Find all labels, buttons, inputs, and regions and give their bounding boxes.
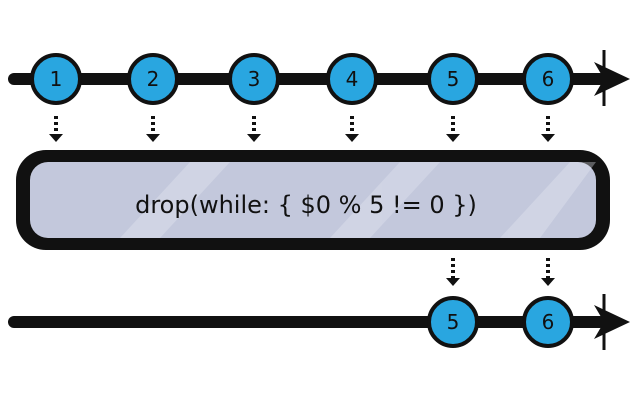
down-arrow [146,116,160,142]
output-timeline-arrowhead [594,305,630,339]
down-arrow [247,116,261,142]
input-marble-label: 2 [147,67,160,91]
input-marble: 2 [127,53,179,105]
input-marble: 4 [326,53,378,105]
input-marble: 3 [228,53,280,105]
output-timeline [8,294,630,350]
input-marble-label: 6 [542,67,555,91]
down-arrow [446,258,460,286]
operator-box-shine [120,162,596,238]
input-marble: 6 [522,53,574,105]
output-down-arrows [446,258,555,286]
input-marble: 1 [30,53,82,105]
output-marbles: 5 6 [427,296,574,348]
output-marble-label: 6 [542,310,555,334]
input-timeline-arrowhead [594,62,630,96]
operator-box: drop(while: { $0 % 5 != 0 }) [16,150,610,250]
down-arrow [345,116,359,142]
operator-box-fill [30,162,596,238]
input-marble-label: 3 [248,67,261,91]
down-arrow [446,116,460,142]
down-arrow [541,258,555,286]
input-marble: 5 [427,53,479,105]
output-marble: 6 [522,296,574,348]
output-marble: 5 [427,296,479,348]
input-marble-label: 4 [346,67,359,91]
input-marble-label: 1 [50,67,63,91]
output-marble-label: 5 [447,310,460,334]
down-arrow [541,116,555,142]
input-down-arrows [49,116,555,142]
operator-label: drop(while: { $0 % 5 != 0 }) [135,191,477,219]
input-timeline [8,50,630,106]
input-marbles: 1 2 3 4 5 6 [30,53,574,105]
down-arrow [49,116,63,142]
input-marble-label: 5 [447,67,460,91]
